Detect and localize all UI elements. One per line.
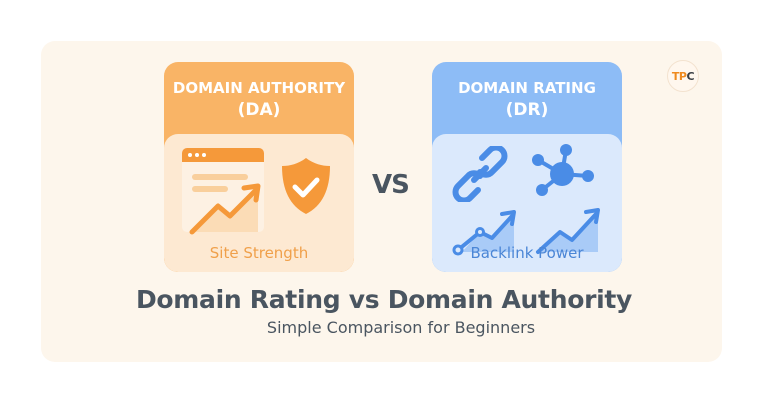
dr-card-header: DOMAIN RATING (DR)	[432, 62, 622, 134]
vs-label: VS	[372, 170, 410, 200]
dr-abbrev: (DR)	[505, 100, 549, 120]
dr-caption: Backlink Power	[470, 244, 584, 262]
dr-card-body: Backlink Power	[432, 134, 622, 272]
subtitle: Simple Comparison for Beginners	[266, 318, 536, 337]
growth-chart-icon	[536, 208, 600, 254]
logo-text-tp: TP	[671, 69, 687, 83]
browser-growth-chart-icon	[182, 148, 264, 235]
shield-check-icon	[282, 158, 330, 214]
da-title: DOMAIN AUTHORITY	[172, 79, 346, 97]
da-card-header: DOMAIN AUTHORITY (DA)	[164, 62, 354, 134]
domain-authority-card: DOMAIN AUTHORITY (DA) Site Strength	[164, 62, 354, 272]
growth-chart-dots-icon	[452, 210, 516, 256]
main-title: Domain Rating vs Domain Authority	[135, 285, 633, 314]
logo-text-c: C	[686, 69, 695, 83]
da-card-body: Site Strength	[164, 134, 354, 272]
da-abbrev: (DA)	[237, 100, 281, 120]
dr-title: DOMAIN RATING	[458, 79, 596, 97]
network-hub-icon	[532, 144, 594, 196]
domain-rating-card: DOMAIN RATING (DR)	[432, 62, 622, 272]
da-caption: Site Strength	[209, 244, 309, 262]
chain-link-icon	[452, 146, 508, 202]
